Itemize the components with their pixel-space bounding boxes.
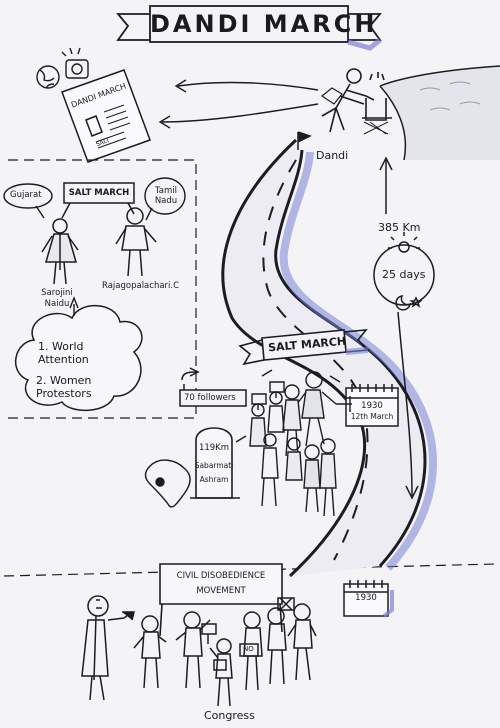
road xyxy=(221,138,437,578)
calendar-bottom xyxy=(343,580,394,618)
gujarat-bubble: Gujarat xyxy=(10,190,42,200)
rajagopalachari-label: Rajagopalachari.C xyxy=(102,281,180,291)
speech-bubbles xyxy=(3,177,186,221)
impact-cloud xyxy=(14,296,143,412)
tamilnadu-bubble: Tamil Nadu xyxy=(154,186,178,206)
congress-label: Congress xyxy=(204,709,255,722)
camera-icon xyxy=(61,47,89,79)
milestone-km: 119Km xyxy=(198,443,230,453)
dandi-label: Dandi xyxy=(316,149,349,162)
distance-arrow xyxy=(379,156,419,500)
days-label: 25 days xyxy=(382,268,426,281)
salt-march-banner-road xyxy=(238,329,370,366)
civil-disobedience-line2: MOVEMENT xyxy=(196,586,246,596)
marching-crowd xyxy=(235,369,352,517)
newspaper xyxy=(61,69,151,163)
protest-crowd xyxy=(81,595,317,707)
sea-cliff xyxy=(379,65,500,161)
calendar-bottom-year: 1930 xyxy=(355,593,377,603)
india-map xyxy=(144,459,191,508)
placard-no: NO xyxy=(243,645,254,653)
calendar-top xyxy=(345,384,399,427)
days-cycle xyxy=(373,232,435,311)
civil-disobedience-line1: CIVIL DISOBEDIENCE xyxy=(176,571,266,581)
milestone xyxy=(190,427,240,499)
calendar-top-date: 12th March xyxy=(350,412,394,421)
media-arrows xyxy=(158,79,319,129)
title-banner xyxy=(116,5,382,51)
cloud-point-2: 2. Women Protestors xyxy=(36,374,92,400)
rajagopalachari-figure xyxy=(115,207,157,277)
milestone-place-2: Ashram xyxy=(199,475,229,484)
sarojini-naidu-figure xyxy=(41,218,79,285)
calendar-top-year: 1930 xyxy=(361,401,383,411)
sarojini-naidu-label: Sarojini Naidu xyxy=(41,288,73,309)
followers-label: 70 followers xyxy=(184,393,236,403)
flag-icon xyxy=(297,131,312,150)
salt-march-placard-label: SALT MARCH xyxy=(68,188,130,198)
milestone-place-1: Sabarmati xyxy=(194,461,234,470)
followers-sign xyxy=(179,367,247,407)
salt-march-placard-top xyxy=(61,182,135,219)
distance-label: 385 Km xyxy=(378,221,421,234)
page-title: DANDI MARCH xyxy=(150,10,378,38)
gandhi-making-salt xyxy=(320,68,392,135)
globe-icon xyxy=(36,65,60,89)
cloud-point-1: 1. World Attention xyxy=(38,340,89,366)
